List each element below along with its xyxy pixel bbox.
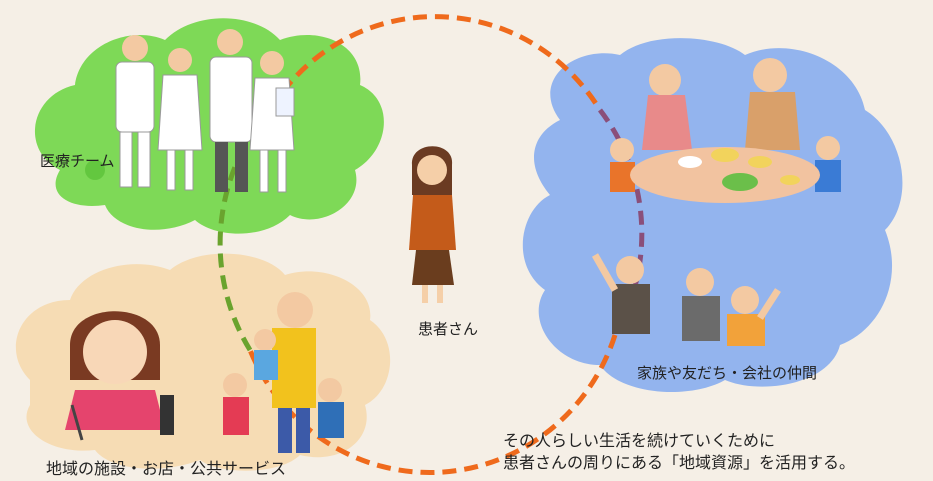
medical-staff-illustration [115,29,295,193]
friends-coworkers-illustration [591,253,781,346]
family-friends-label: 家族や友だち・会社の仲間 [637,364,818,382]
patient-label: 患者さん [418,320,479,338]
nurse-figure-1 [157,48,203,191]
caption-line-1: その人らしい生活を続けていくために [503,431,776,450]
medical-team-label: 医療チーム [40,152,115,170]
nurse-figure-2 [249,51,295,193]
family-dinner-illustration [610,58,841,203]
medical-team-cloud [34,18,384,234]
caption-line-2: 患者さんの周りにある「地域資源」を活用する。 [503,453,856,472]
patient-illustration [409,146,456,303]
caption: その人らしい生活を続けていくために 患者さんの周りにある「地域資源」を活用する。 [503,430,855,474]
hairdresser-illustration [65,311,174,441]
doctor-figure-2 [209,29,253,192]
doctor-figure-1 [115,35,155,188]
community-services-label: 地域の施設・お店・公共サービス [46,459,287,478]
mother-children-illustration [223,292,344,453]
